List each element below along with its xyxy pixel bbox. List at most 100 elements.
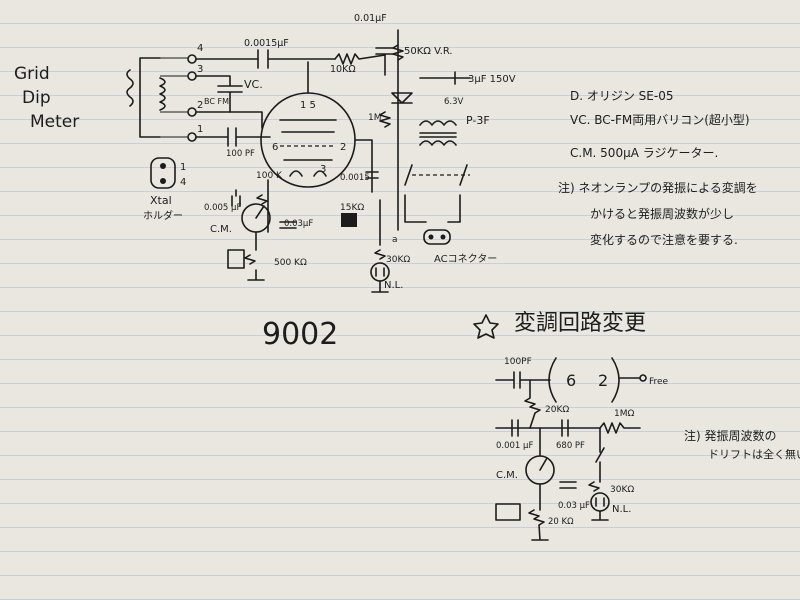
title-grid: Grid [14, 64, 50, 84]
label-pin-a: a [392, 235, 398, 245]
mod-caps [495, 419, 601, 437]
label-cap-c1: 0.0015μF [244, 38, 289, 49]
neon-block [341, 213, 357, 227]
label-ac-connector: ACコネクター [434, 253, 497, 265]
cap-100pf [195, 127, 271, 147]
mod-tube-right [611, 357, 620, 403]
main-circuit-labels: 4 3 2 1 0.0015μF 0.01μF 10KΩ 50KΩ V.R. V… [197, 13, 516, 291]
supply-rail [384, 29, 399, 231]
label-res-100k: 100 K [256, 171, 283, 181]
label-xtal-pin1: 1 [180, 162, 186, 173]
label-pin2-tube: 2 [340, 142, 346, 153]
mod-label-res-20k-b: 20 KΩ [548, 517, 574, 527]
mod-label-pin6: 6 [566, 371, 576, 390]
main-circuit [126, 29, 471, 293]
mod-cap-100pf [495, 371, 551, 389]
mod-title: 変調回路変更 [514, 311, 646, 336]
label-rect-cap: 3μF 150V [468, 74, 516, 85]
coil-bracket [139, 57, 161, 138]
label-tube-pins-top: 1 5 [300, 100, 316, 111]
crystal-socket [150, 157, 176, 189]
label-pin2: 2 [197, 100, 203, 111]
label-cap-100pf: 100 PF [226, 149, 255, 159]
legend-vc: VC. BC-FM両用バリコン(超小型) [570, 112, 750, 127]
label-pin6: 6 [272, 142, 278, 153]
socket-pin-1 [187, 132, 197, 142]
mod-label-free: Free [649, 377, 669, 387]
diagram-number: 9002 [262, 317, 338, 352]
label-res-top: 10KΩ [330, 64, 356, 75]
mod-label-res-1m: 1MΩ [614, 409, 634, 419]
label-pot-vr: 50KΩ V.R. [404, 46, 453, 57]
grid-wire [195, 111, 263, 129]
socket-pin-2 [187, 107, 197, 117]
rectifier-diode [391, 92, 413, 104]
label-vc-sub: BC FM [204, 97, 229, 106]
label-pin3: 3 [197, 64, 203, 75]
mod-neon-lamp [590, 492, 610, 512]
res-1m [379, 111, 391, 128]
transformer [419, 120, 457, 146]
title-dip: Dip [22, 88, 51, 108]
mod-res-20k-b [528, 483, 549, 541]
mod-res-1m [599, 422, 641, 434]
label-cap-0.0015: 0.0015 [340, 173, 370, 183]
mod-label-cap-680: 680 PF [556, 441, 585, 451]
mod-nl-branch [588, 427, 605, 492]
mod-label-res-30k: 30KΩ [610, 485, 634, 495]
label-pin4: 4 [197, 43, 203, 54]
vr-switch [227, 249, 245, 269]
label-xtal-holder: ホルダー [143, 209, 183, 222]
cap-0.03 [279, 221, 297, 229]
label-tube-pins-bot: 3 [320, 164, 326, 175]
mod-tube-left [548, 357, 557, 403]
label-cm: C.M. [210, 224, 232, 235]
title-meter: Meter [30, 112, 79, 132]
mod-label-nl: N.L. [612, 504, 631, 515]
label-vc: VC. [244, 78, 263, 91]
label-cap-0.005: 0.005 μF [204, 203, 241, 213]
variable-cap [195, 75, 243, 113]
cap-0.0015 [257, 49, 269, 69]
mod-circuit-labels: 100PF 6 2 Free 20KΩ 0.001 μF 680 PF 1MΩ … [496, 357, 669, 527]
mod-switch [495, 503, 521, 521]
legend-cm: C.M. 500μA ラジケーター. [570, 146, 718, 160]
ac-connector [423, 229, 451, 245]
note1-line3: 変化するので注意を要する. [590, 232, 738, 247]
label-xtal: Xtal [150, 194, 172, 207]
label-pin1: 1 [197, 124, 203, 135]
socket-pin-3 [187, 71, 197, 81]
mod-label-cap-0.001: 0.001 μF [496, 441, 533, 451]
res-10k [334, 53, 386, 65]
label-cap-0.03: 0.03μF [284, 219, 313, 229]
mod-free-terminal [639, 374, 647, 382]
note2-line1: 注) 発振周波数の [684, 428, 777, 443]
coil-taps-wires [160, 57, 188, 138]
note-drift: 注) 発振周波数の ドリフトは全く無い [684, 428, 800, 461]
mod-res-20k [524, 379, 541, 429]
res-30k [374, 199, 386, 260]
tube-cathode [283, 159, 333, 177]
mod-label-pin2: 2 [598, 371, 608, 390]
socket-pin-4 [187, 54, 197, 64]
note2-line2: ドリフトは全く無い [708, 447, 800, 461]
note1-line2: かけると発振周波数が少し [590, 206, 734, 221]
legend-diode: D. オリジン SE-05 [570, 89, 673, 103]
label-transformer: P-3F [466, 114, 490, 127]
label-res-1m: 1M [368, 113, 382, 123]
mod-title-block: 変調回路変更 [473, 311, 646, 339]
star-icon [473, 314, 499, 339]
mod-label-cap-0.03: 0.03 μF [558, 501, 590, 511]
mod-cap-0.03 [559, 481, 577, 489]
cap-0.005 [231, 189, 241, 207]
mod-label-cap-100pf: 100PF [504, 357, 532, 367]
cap-0.01 [375, 47, 395, 55]
neon-lamp [370, 262, 390, 282]
mod-label-cm: C.M. [496, 470, 518, 481]
label-xtal-pin4: 4 [180, 177, 186, 188]
power-switch [404, 164, 468, 223]
label-heater: 6.3V [444, 97, 464, 107]
mod-label-res-20k: 20KΩ [545, 405, 569, 415]
label-res-30k: 30KΩ [386, 255, 410, 265]
